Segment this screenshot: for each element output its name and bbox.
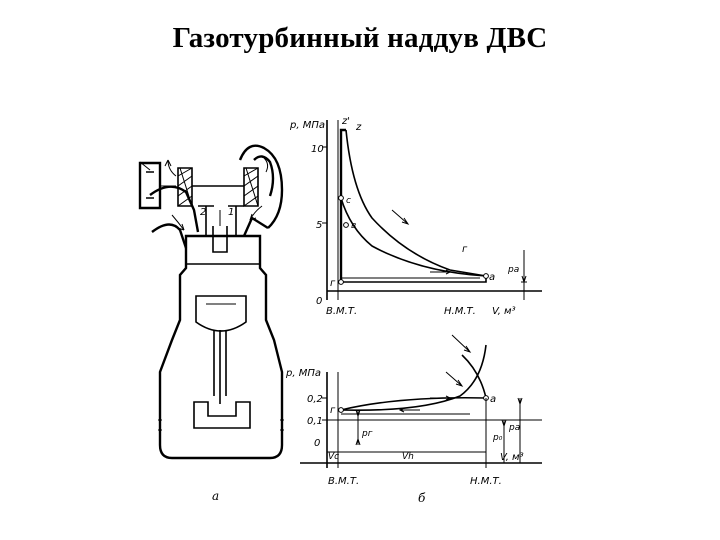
- callout-1: 1: [228, 207, 234, 218]
- top-tick-5: 5: [316, 220, 322, 231]
- engine-caption: а: [212, 489, 219, 503]
- engine-schematic: 2 1 а: [138, 144, 284, 503]
- bottom-y-axis-label: p, МПа: [285, 368, 321, 379]
- bottom-p0-label: p₀: [492, 433, 503, 443]
- bottom-bdc-label: Н.М.Т.: [470, 476, 502, 487]
- slide-title: Газотурбинный наддув ДВС: [172, 22, 548, 54]
- top-pa-label: pа: [507, 265, 519, 275]
- point-a-bottom: а: [490, 394, 496, 405]
- point-r-top: г: [330, 278, 336, 289]
- top-tick-10: 10: [311, 144, 324, 155]
- top-y-axis-label: p, МПа: [289, 120, 325, 131]
- bottom-tick-02: 0,2: [307, 394, 323, 405]
- bottom-pr-label: pг: [361, 429, 373, 439]
- top-x-axis-label: V, м³: [492, 306, 516, 317]
- bottom-tdc-label: В.М.Т.: [328, 476, 359, 487]
- point-z: z: [355, 122, 362, 133]
- bottom-tick-0: 0: [314, 438, 320, 449]
- point-r-bottom: г: [330, 405, 336, 416]
- top-bdc-label: Н.М.Т.: [444, 306, 476, 317]
- point-z-prime: z': [341, 116, 350, 127]
- point-a-top: а: [489, 272, 495, 283]
- point-c: с: [346, 196, 351, 206]
- bottom-x-axis-label: V, м³: [500, 452, 524, 463]
- bottom-tick-01: 0,1: [307, 416, 323, 427]
- diagram-caption: б: [418, 491, 426, 505]
- point-g-top: г: [462, 244, 468, 255]
- top-tick-0: 0: [316, 296, 322, 307]
- bottom-pv-diagram: p, МПа 0,2 0,1 0 г а pг p₀ pа Vс Vh V, м…: [285, 334, 542, 505]
- point-b: в: [351, 221, 356, 231]
- top-pv-diagram: p, МПа z' z 10 5 0 с в г а г pа В.М.Т. Н…: [289, 116, 542, 317]
- bottom-vc-label: Vс: [328, 452, 339, 462]
- bottom-vh-label: Vh: [402, 452, 414, 462]
- top-tdc-label: В.М.Т.: [326, 306, 357, 317]
- callout-2: 2: [200, 207, 206, 218]
- bottom-pa-label: pа: [508, 423, 520, 433]
